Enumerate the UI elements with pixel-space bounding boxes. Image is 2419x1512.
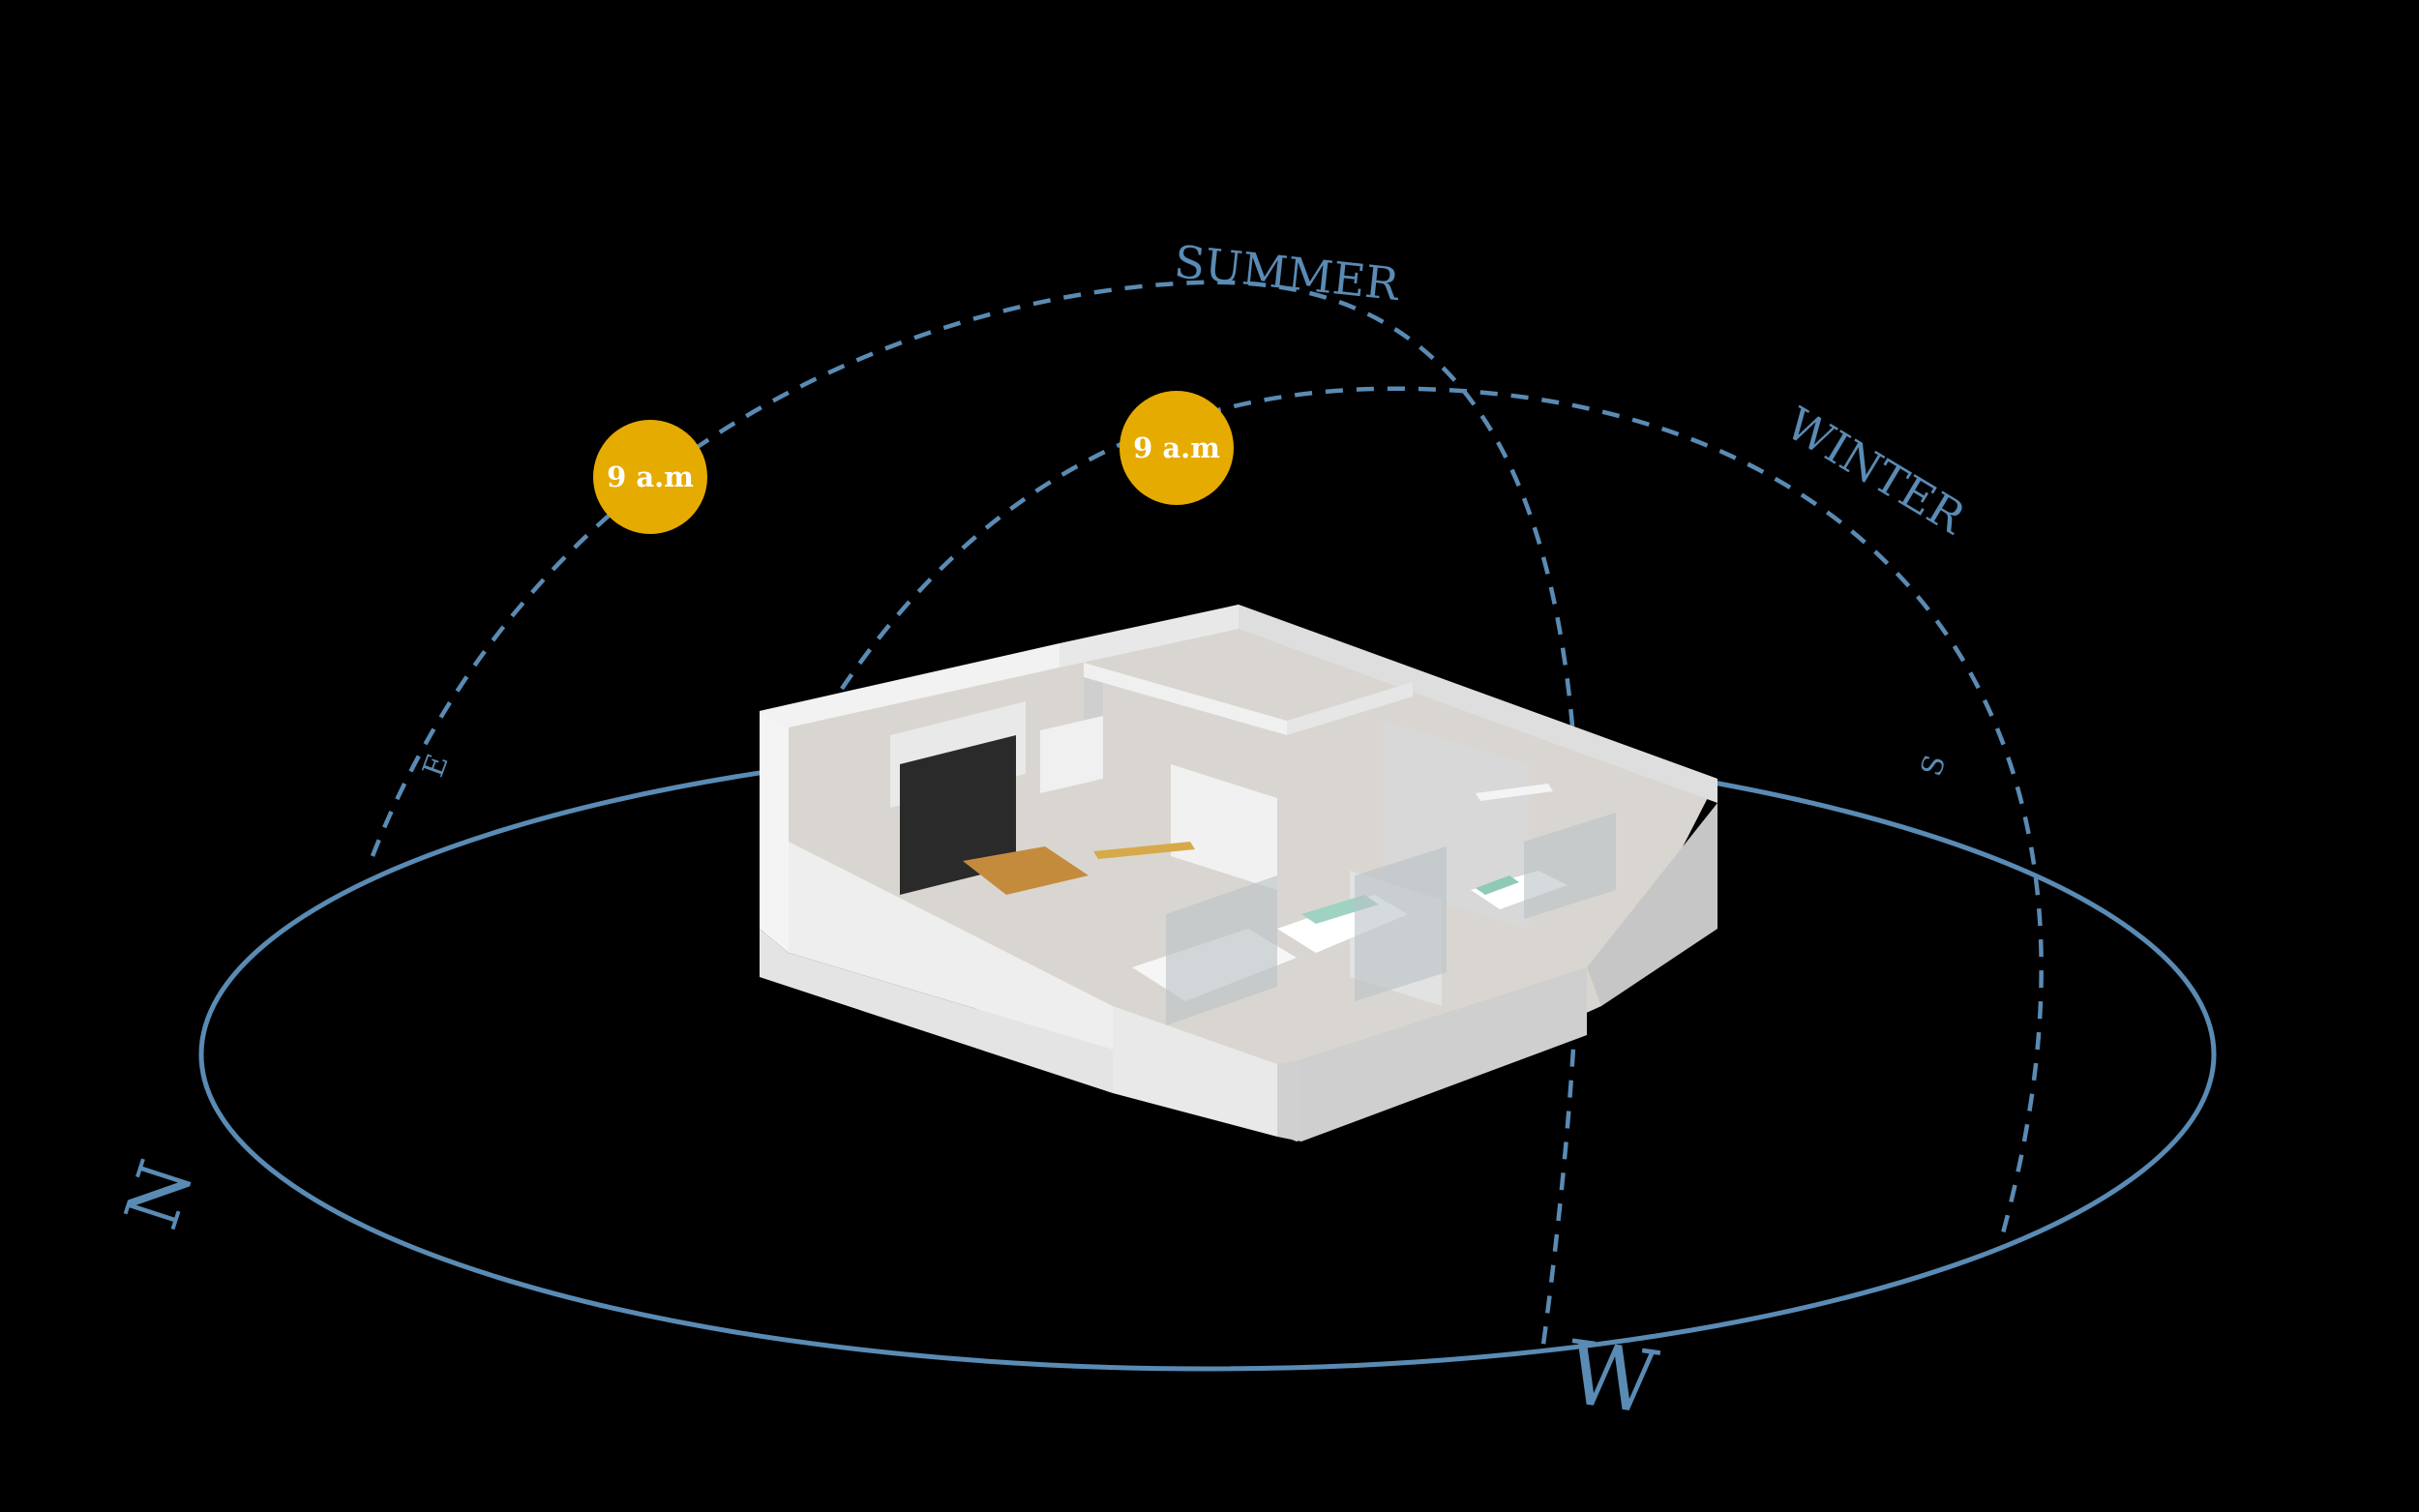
right-end-wall <box>1587 803 1717 1006</box>
winter-sun-disc <box>1120 391 1234 505</box>
front-wall-left-top <box>789 842 1113 1050</box>
hood-cabinet <box>1040 716 1103 793</box>
summer-sun: 9 a.m <box>593 420 707 534</box>
winter-sun: 9 a.m <box>1120 391 1234 505</box>
summer-sun-disc <box>593 420 707 534</box>
ceiling-fan-2 <box>1476 784 1553 801</box>
partition-3 <box>1287 682 1413 735</box>
kitchen-appliances <box>900 735 1016 895</box>
winter-sun-time: 9 a.m <box>1133 431 1220 464</box>
summer-sun-path <box>370 280 1582 1346</box>
partition-5 <box>1171 764 1277 890</box>
apartment-3d-model <box>760 605 1717 1141</box>
compass-west: W <box>1561 1321 1664 1435</box>
dining-table <box>963 846 1089 895</box>
back-wall-left <box>760 643 1060 727</box>
back-wall-mid <box>1060 605 1239 667</box>
front-wall-left <box>760 929 1113 1093</box>
window-bedroom <box>1355 846 1447 1001</box>
summer-sun-time: 9 a.m <box>607 460 694 493</box>
bed-second-pillow <box>1476 875 1519 895</box>
back-wall-right <box>1239 605 1717 803</box>
partition-2 <box>1084 663 1287 735</box>
front-wall-right <box>1301 967 1587 1141</box>
window-bedroom-2 <box>1524 813 1616 919</box>
front-wall-mid <box>1113 1006 1277 1137</box>
window-living <box>1166 875 1277 1025</box>
left-end-wall <box>760 711 789 953</box>
winter-sun-path <box>840 386 2044 1241</box>
ceiling-fan-1 <box>1093 842 1195 859</box>
wall-corner <box>1277 1059 1301 1141</box>
